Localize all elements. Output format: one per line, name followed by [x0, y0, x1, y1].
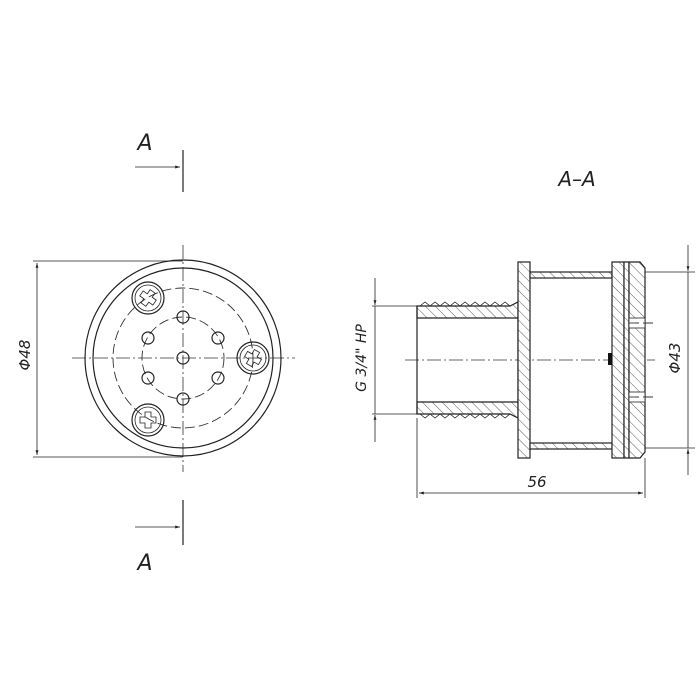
screw-icon — [131, 281, 165, 315]
marker — [608, 353, 612, 365]
hole-pitch-circle — [141, 316, 225, 400]
nozzle-holes — [141, 310, 225, 406]
length-label: 56 — [527, 473, 546, 491]
screw-pitch-circle — [112, 287, 254, 429]
section-view-title: A–A — [556, 167, 595, 191]
front-flange — [517, 261, 531, 459]
front-diameter-label: Φ48 — [16, 340, 34, 371]
screw-icon — [131, 403, 165, 437]
outer-rim — [84, 259, 282, 457]
section-view: G 3/4" HP 56 Φ43 — [354, 245, 695, 498]
thread-label: G 3/4" HP — [354, 324, 370, 392]
inner-rim — [92, 267, 274, 449]
body-wall-top — [529, 271, 613, 279]
section-label-bottom: A — [135, 551, 152, 576]
front-view: Φ48 A A — [16, 131, 295, 576]
body-wall-bottom — [529, 442, 613, 450]
section-diameter-label: Φ43 — [666, 343, 684, 374]
rear-flange — [611, 261, 625, 459]
section-label-top: A — [135, 131, 152, 156]
screw-icon — [236, 341, 270, 375]
